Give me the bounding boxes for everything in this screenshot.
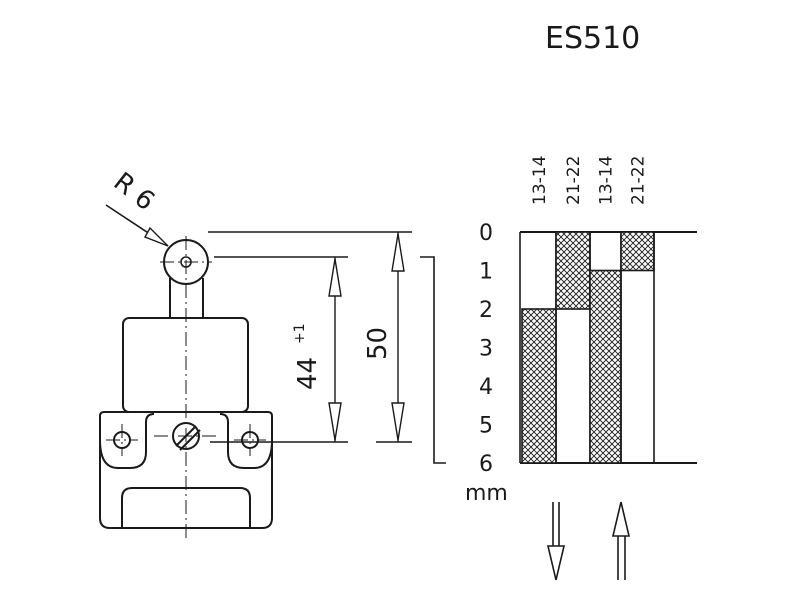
travel-chart: 13-14 21-22 13-14 21-22 0 1 2 3 4 5 6 mm [465,156,697,506]
unit-label: mm [465,481,508,506]
scale-label-2: 2 [479,298,493,323]
dimension-44 [210,256,348,443]
dim-50-label: 50 [363,327,393,360]
base-notch-right [219,413,273,469]
scale-label-4: 4 [479,375,493,400]
dimension-50 [208,231,412,443]
radius-label: R 6 [108,167,160,217]
column-label-4: 21-22 [629,156,649,205]
contact-bar-2 [555,231,591,310]
base-notch-left [99,413,155,469]
scale-label-5: 5 [479,414,493,439]
stroke-bracket [420,256,446,464]
centerlines [106,236,266,540]
down-arrow [546,502,566,581]
column-label-1: 13-14 [530,156,550,205]
scale-label-1: 1 [479,260,493,285]
contact-bar-4 [620,231,655,272]
base-housing [99,411,273,529]
radius-callout: R 6 [105,167,169,247]
scale-label-0: 0 [479,221,493,246]
title: ES510 [545,21,640,56]
dim-44-label: 44 [293,357,323,390]
contact-bar-1 [521,308,557,464]
column-label-2: 21-22 [564,156,584,205]
column-label-3: 13-14 [597,156,617,205]
scale-label-3: 3 [479,337,493,362]
contact-bar-3 [589,269,622,464]
up-arrow [611,501,631,580]
scale-label-6: 6 [479,452,493,477]
dim-44-tolerance: +1 [292,323,308,344]
